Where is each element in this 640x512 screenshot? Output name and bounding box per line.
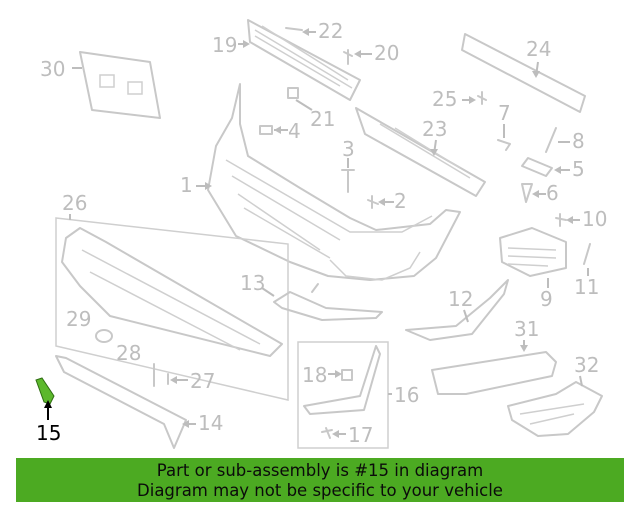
- part-25-bolt: 25: [432, 87, 487, 111]
- label-8: 8: [572, 129, 585, 153]
- part-30-license-bracket: 30: [40, 51, 161, 119]
- label-20: 20: [374, 41, 399, 65]
- label-28: 28: [116, 341, 141, 365]
- label-2: 2: [394, 189, 407, 213]
- label-16: 16: [394, 383, 419, 407]
- part-11-strip: 11: [574, 243, 599, 299]
- label-24: 24: [526, 37, 551, 61]
- part-6-fastener: 6: [521, 181, 559, 205]
- part-8-strip: 8: [545, 127, 585, 153]
- label-27: 27: [190, 369, 215, 393]
- label-13: 13: [240, 271, 265, 295]
- part-5-bracket: 5: [521, 157, 585, 181]
- label-31: 31: [514, 317, 539, 341]
- part-12-molding: 12: [405, 279, 509, 341]
- label-18: 18: [302, 363, 327, 387]
- label-11: 11: [574, 275, 599, 299]
- label-19: 19: [212, 33, 237, 57]
- part-18-clip: 18: [302, 363, 353, 387]
- label-32: 32: [574, 353, 599, 377]
- part-23-absorber: 23: [355, 107, 486, 197]
- label-5: 5: [572, 157, 585, 181]
- label-15: 15: [36, 421, 61, 445]
- label-12: 12: [448, 287, 473, 311]
- label-30: 30: [40, 57, 65, 81]
- label-4: 4: [288, 119, 301, 143]
- part-16-sub-box: 16: [297, 341, 419, 449]
- label-25: 25: [432, 87, 457, 111]
- label-22: 22: [318, 19, 343, 43]
- label-10: 10: [582, 207, 607, 231]
- part-26-lower-box: 26: [55, 191, 289, 401]
- part-32-deflector: 32: [507, 353, 603, 437]
- label-6: 6: [546, 181, 559, 205]
- label-9: 9: [540, 287, 553, 311]
- part-24-reinforcement: 24: [461, 33, 586, 113]
- part-31-air-duct: 31: [431, 317, 557, 395]
- banner-line-1: Part or sub-assembly is #15 in diagram: [156, 461, 484, 480]
- part-22-clip: 22: [285, 19, 343, 43]
- label-17: 17: [348, 423, 373, 447]
- label-29: 29: [66, 307, 91, 331]
- label-23: 23: [422, 117, 447, 141]
- part-14-lower-lip: 14: [55, 355, 223, 449]
- part-4-clip: 4: [259, 119, 301, 143]
- part-19-grille: 19: [212, 19, 361, 101]
- part-2-screw: 2: [367, 189, 407, 213]
- label-3: 3: [342, 137, 355, 161]
- part-10-screw: 10: [555, 207, 607, 231]
- part-28-bolt: 28: [116, 341, 155, 387]
- part-1-bumper-cover: 1: [180, 83, 461, 281]
- part-3-bolt: 3: [341, 137, 355, 193]
- part-27-fastener: 27: [167, 369, 215, 393]
- label-14: 14: [198, 411, 223, 435]
- part-29-plug: 29: [66, 307, 113, 343]
- parts-diagram: 30 19 22 20 21 4 24: [35, 19, 607, 449]
- info-banner: Part or sub-assembly is #15 in diagram D…: [16, 458, 624, 502]
- label-1: 1: [180, 173, 193, 197]
- part-17-screw: 17: [321, 423, 373, 447]
- part-9-fog-bezel: 9: [499, 227, 567, 311]
- part-15-highlighted: 15: [35, 377, 61, 445]
- label-26: 26: [62, 191, 87, 215]
- part-21-clip: 21: [287, 87, 335, 131]
- label-7: 7: [498, 101, 511, 125]
- part-13-molding: 13: [240, 271, 383, 321]
- part-20-fastener: 20: [343, 41, 399, 65]
- banner-line-2: Diagram may not be specific to your vehi…: [137, 481, 503, 500]
- part-7-clip: 7: [497, 101, 511, 151]
- label-21: 21: [310, 107, 335, 131]
